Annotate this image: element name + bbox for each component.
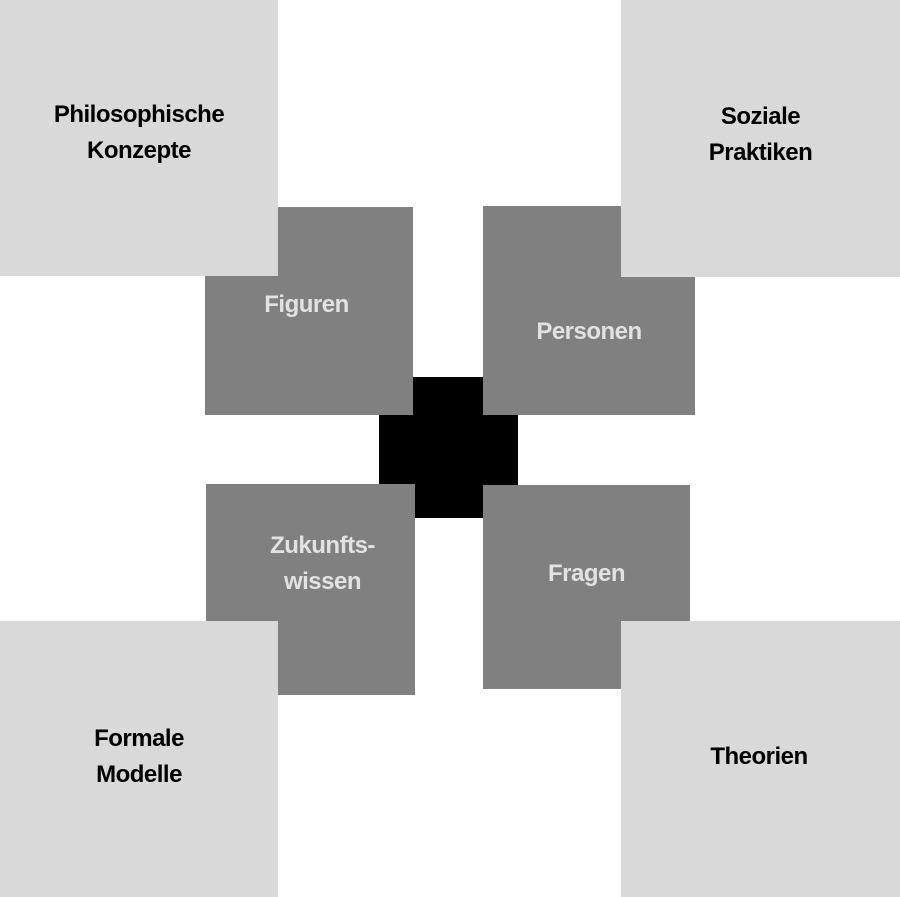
outer-label: Konzepte	[87, 137, 192, 164]
outer-box-soziale-praktiken: Soziale Praktiken	[621, 0, 900, 277]
outer-label: Soziale	[720, 103, 801, 130]
inner-label: Fragen	[547, 559, 626, 587]
outer-box-formale-modelle: Formale Modelle	[0, 621, 278, 897]
inner-label: Zukunfts-	[270, 531, 375, 559]
inner-label: Personen	[536, 317, 642, 345]
outer-box-philosophische-konzepte: Philosophische Konzepte	[0, 0, 278, 276]
outer-label: Formale	[94, 725, 184, 752]
outer-label: Philosophische	[53, 101, 225, 128]
outer-label: Modelle	[96, 761, 182, 788]
inner-label: Figuren	[264, 291, 349, 318]
inner-label: wissen	[283, 567, 362, 595]
outer-label: Praktiken	[708, 139, 813, 166]
outer-label: Theorien	[710, 743, 808, 770]
outer-box-theorien: Theorien	[621, 621, 900, 897]
